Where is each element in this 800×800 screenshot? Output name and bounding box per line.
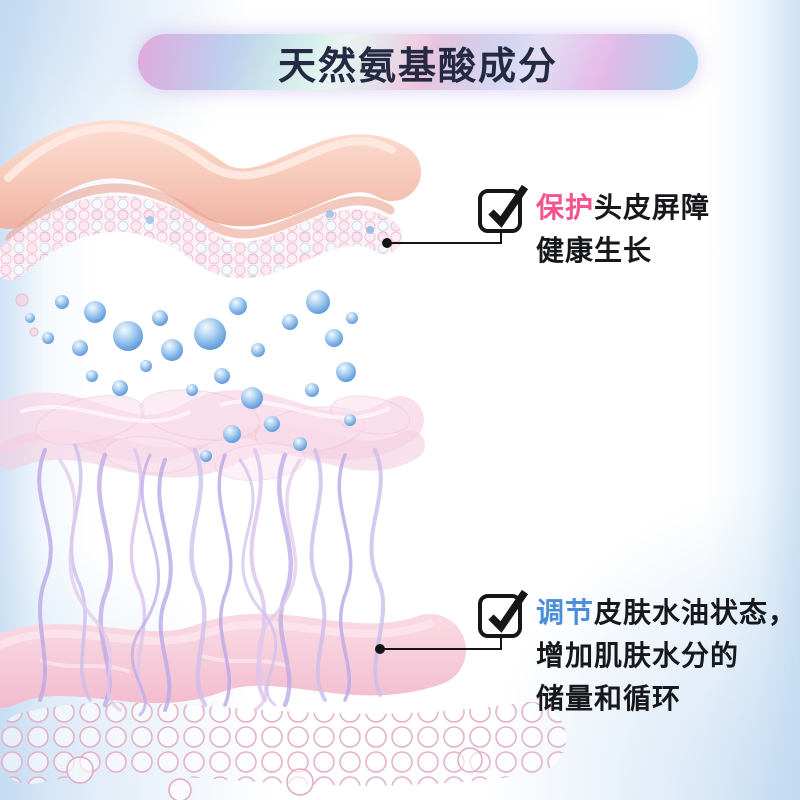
checkmark-icon (478, 184, 529, 233)
bubble-cluster (0, 702, 566, 800)
checkmark-icon (478, 589, 529, 638)
connector-regulate (375, 636, 502, 654)
callout-protect-line1: 保护头皮屏障 (536, 186, 710, 229)
callout-regulate: 调节皮肤水油状态， 增加肌肤水分的 储量和循环 (478, 589, 797, 720)
top-skin-barrier (0, 120, 421, 243)
callout-protect-text: 保护头皮屏障 健康生长 (536, 186, 710, 272)
callout-regulate-highlight: 调节 (536, 597, 595, 628)
callout-regulate-line3: 储量和循环 (536, 683, 682, 714)
granule-layer (0, 195, 402, 280)
callout-protect: 保护头皮屏障 健康生长 (478, 184, 710, 272)
callout-regulate-line1: 调节皮肤水油状态， (536, 591, 797, 634)
banner-title: 天然氨基酸成分 (277, 45, 558, 88)
callout-protect-rest: 头皮屏障 (594, 192, 711, 223)
callout-regulate-line2: 增加肌肤水分的 (536, 640, 740, 671)
callout-protect-highlight: 保护 (536, 192, 595, 223)
membrane-layer (0, 389, 425, 481)
title-banner: 天然氨基酸成分 (138, 34, 698, 90)
water-droplets (15, 290, 358, 462)
bottom-skin-layer (0, 613, 466, 708)
connector-protect (382, 231, 502, 248)
callout-protect-line2: 健康生长 (536, 235, 653, 266)
callout-regulate-text: 调节皮肤水油状态， 增加肌肤水分的 储量和循环 (536, 591, 797, 720)
callout-regulate-rest: 皮肤水油状态， (594, 597, 798, 628)
amino-acid-strands (37, 443, 386, 717)
